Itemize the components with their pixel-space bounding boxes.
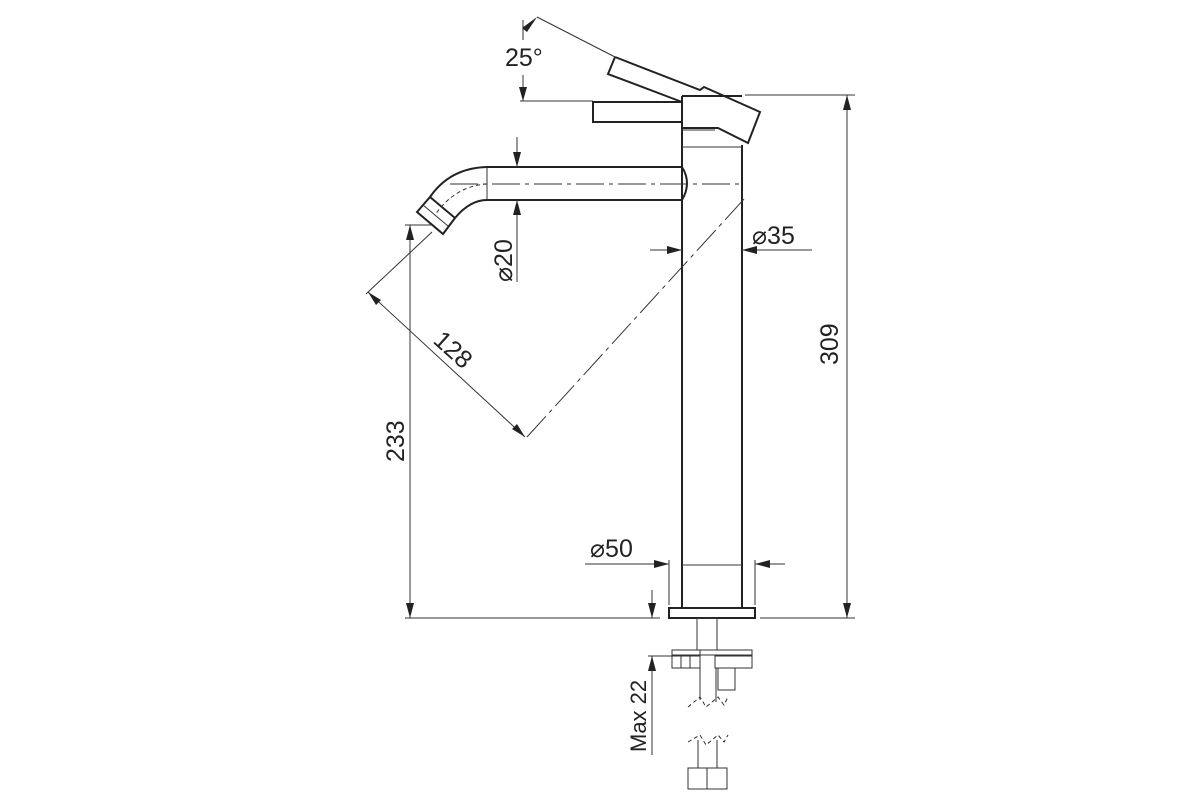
total-height-label: 309 xyxy=(816,323,844,365)
spout xyxy=(415,166,740,236)
base-diameter-label: ⌀50 xyxy=(590,535,633,563)
lever-handle xyxy=(592,56,762,145)
spout-reach-label: 128 xyxy=(428,326,478,375)
max-thickness-label: Max 22 xyxy=(626,680,651,752)
angle-label: 25° xyxy=(505,44,543,72)
body-diameter-label: ⌀35 xyxy=(752,222,795,250)
mounting-fittings xyxy=(671,617,753,790)
dimension-lines xyxy=(365,16,855,755)
spout-height-label: 233 xyxy=(382,420,410,462)
spout-diameter-label: ⌀20 xyxy=(490,239,518,282)
